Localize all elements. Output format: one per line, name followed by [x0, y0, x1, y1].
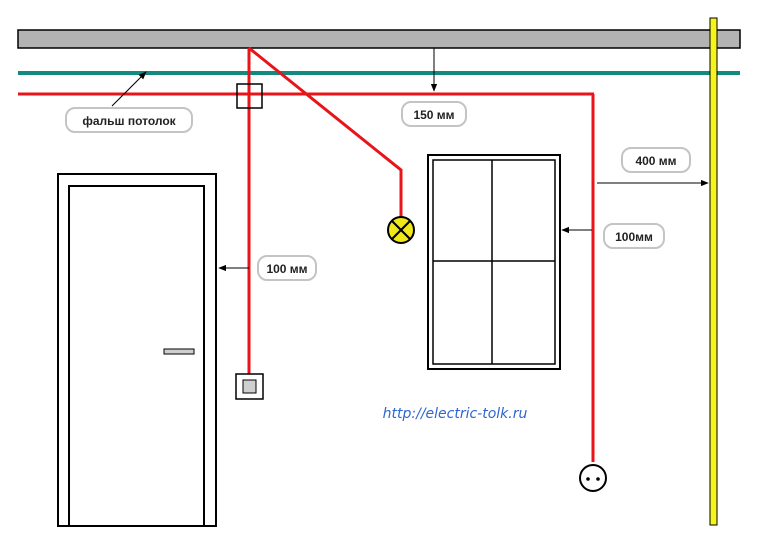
svg-text:150 мм: 150 мм: [413, 108, 454, 122]
false-ceiling-pointer: [111, 71, 147, 107]
label-false-ceiling: фальш потолок: [65, 107, 193, 133]
switch-icon: [235, 373, 264, 400]
svg-text:фальш потолок: фальш потолок: [82, 114, 176, 128]
svg-text:100 мм: 100 мм: [266, 262, 307, 276]
lamp-wire: [248, 46, 403, 217]
label-window-offset: 100мм: [603, 223, 665, 249]
door: [57, 173, 217, 527]
junction-box: [236, 83, 263, 109]
lamp-icon: [387, 216, 415, 244]
socket-icon: [579, 464, 607, 492]
svg-text:100мм: 100мм: [615, 230, 653, 244]
svg-text:400 мм: 400 мм: [635, 154, 676, 168]
window: [427, 154, 561, 370]
website-url[interactable]: http://electric-tolk.ru: [383, 406, 528, 422]
yellow-pipe: [709, 17, 718, 526]
label-door-offset: 100 мм: [257, 255, 317, 281]
label-ceiling-gap: 150 мм: [401, 101, 467, 127]
label-pipe-offset: 400 мм: [621, 147, 691, 173]
ceiling-slab: [17, 29, 741, 49]
door-handle: [163, 348, 195, 355]
